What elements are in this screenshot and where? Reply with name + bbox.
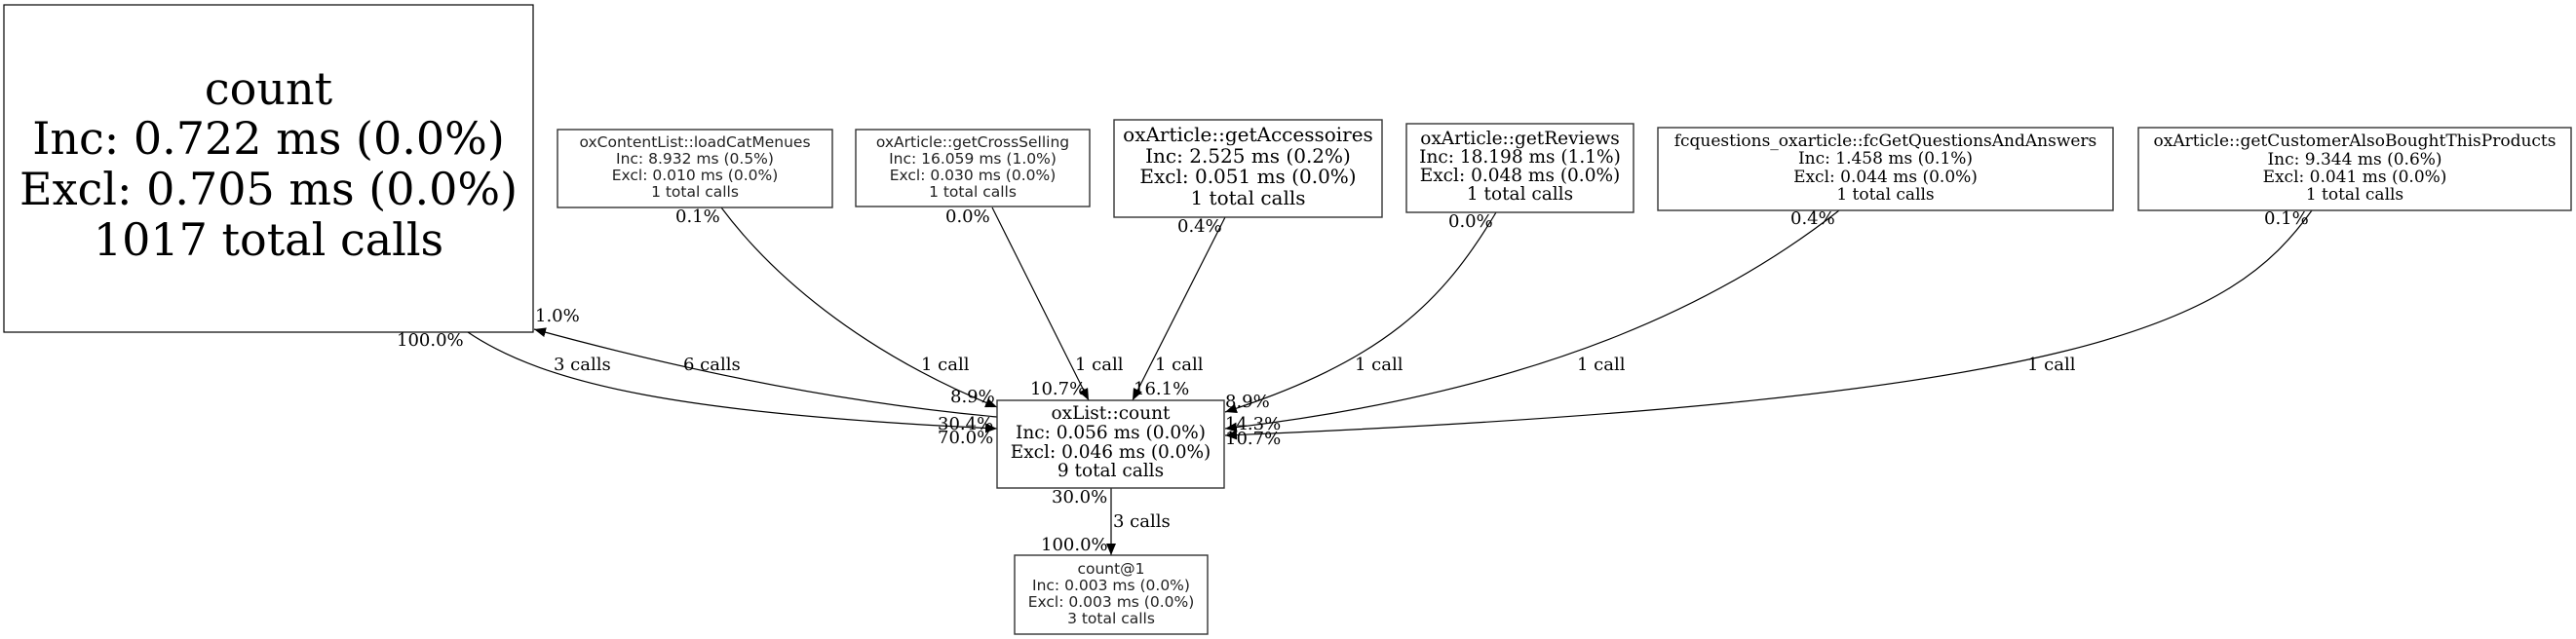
node-box xyxy=(1405,123,1634,213)
edges xyxy=(467,207,2313,555)
node-load-cat-menues: oxContentList::loadCatMenues Inc: 8.932 … xyxy=(557,129,833,208)
node-get-reviews: oxArticle::getReviews Inc: 18.198 ms (1.… xyxy=(1405,123,1634,213)
edge-call-count-label: 3 calls xyxy=(1113,511,1171,532)
node-title: fcquestions_oxarticle::fcGetQuestionsAnd… xyxy=(1674,132,2097,151)
node-fc-get-questions-and-answers: fcquestions_oxarticle::fcGetQuestionsAnd… xyxy=(1657,127,2114,211)
edge-getaccessoires-to-oxlist-count xyxy=(1132,216,1226,401)
node-title: count@1 xyxy=(1077,560,1144,578)
node-total-calls: 1 total calls xyxy=(2306,185,2403,205)
node-box xyxy=(1657,127,2114,211)
node-total-calls: 1 total calls xyxy=(1836,185,1934,205)
node-total-calls: 1 total calls xyxy=(1190,186,1305,209)
edge-call-count-label: 1 call xyxy=(1075,355,1124,375)
node-title: oxArticle::getCustomerAlsoBoughtThisProd… xyxy=(2154,132,2557,151)
node-box-highlighted xyxy=(3,4,534,333)
edge-tail-percent-label: 100.0% xyxy=(397,330,464,351)
edge-getcustomeralsobought-to-oxlist-count xyxy=(1224,209,2313,440)
node-oxlist-count: oxList::count Inc: 0.056 ms (0.0%) Excl:… xyxy=(996,399,1225,489)
edge-tail-percent-label: 0.4% xyxy=(1177,216,1222,237)
node-title: oxArticle::getCrossSelling xyxy=(876,133,1069,151)
node-box xyxy=(996,399,1225,489)
edge-head-percent-label: 10.7% xyxy=(1030,379,1086,399)
node-title: oxList::count xyxy=(1052,403,1171,424)
node-exclusive-time: Excl: 0.048 ms (0.0%) xyxy=(1420,166,1621,186)
node-total-calls: 1017 total calls xyxy=(94,213,443,266)
edge-tail-percent-label: 0.4% xyxy=(1790,208,1835,229)
edge-tail-percent-label: 30.0% xyxy=(1052,487,1107,507)
edge-head-percent-label: 1.0% xyxy=(535,306,580,326)
node-total-calls: 1 total calls xyxy=(1467,184,1573,205)
node-count-at-1: count@1 Inc: 0.003 ms (0.0%) Excl: 0.003… xyxy=(1014,554,1209,635)
node-exclusive-time: Excl: 0.051 ms (0.0%) xyxy=(1139,165,1356,188)
edge-head-percent-label: 70.0% xyxy=(938,428,993,448)
edge-head-percent-label: 8.9% xyxy=(1225,392,1270,412)
node-count: count Inc: 0.722 ms (0.0%) Excl: 0.705 m… xyxy=(3,4,534,333)
node-box xyxy=(855,129,1091,207)
node-exclusive-time: Excl: 0.003 ms (0.0%) xyxy=(1028,593,1195,611)
node-get-cross-selling: oxArticle::getCrossSelling Inc: 16.059 m… xyxy=(855,129,1091,207)
node-get-accessoires: oxArticle::getAccessoires Inc: 2.525 ms … xyxy=(1113,119,1383,218)
node-exclusive-time: Excl: 0.044 ms (0.0%) xyxy=(1793,168,1978,187)
edge-head-percent-label: 16.1% xyxy=(1134,379,1189,399)
node-inclusive-time: Inc: 9.344 ms (0.6%) xyxy=(2267,150,2441,169)
edge-call-count-label: 1 call xyxy=(1155,355,1204,375)
edge-labels: 3 calls 100.0% 70.0% 6 calls 30.4% 1.0% … xyxy=(397,207,2309,555)
edge-oxlist-count-to-count xyxy=(533,327,998,418)
node-title: oxArticle::getReviews xyxy=(1420,129,1620,149)
node-inclusive-time: Inc: 18.198 ms (1.1%) xyxy=(1419,147,1621,168)
edge-call-count-label: 3 calls xyxy=(554,355,611,375)
edge-call-count-label: 1 call xyxy=(1577,355,1626,375)
node-inclusive-time: Inc: 2.525 ms (0.2%) xyxy=(1145,144,1351,168)
node-inclusive-time: Inc: 16.059 ms (1.0%) xyxy=(889,150,1057,168)
node-total-calls: 1 total calls xyxy=(929,183,1017,201)
edge-head-percent-label: 14.3% xyxy=(1225,414,1281,434)
node-inclusive-time: Inc: 0.722 ms (0.0%) xyxy=(32,112,505,165)
edge-loadcatmenues-to-oxlist-count xyxy=(720,207,998,408)
edge-call-count-label: 1 call xyxy=(2027,355,2076,375)
node-inclusive-time: Inc: 0.003 ms (0.0%) xyxy=(1032,577,1190,594)
node-title: oxContentList::loadCatMenues xyxy=(579,133,810,151)
edge-tail-percent-label: 0.0% xyxy=(1448,211,1493,232)
edge-getreviews-to-oxlist-count xyxy=(1224,211,1497,414)
node-exclusive-time: Excl: 0.030 ms (0.0%) xyxy=(890,167,1057,184)
node-exclusive-time: Excl: 0.046 ms (0.0%) xyxy=(1011,442,1211,463)
edge-head-percent-label: 10.7% xyxy=(1225,429,1281,449)
edge-count-to-oxlist-count xyxy=(467,331,998,433)
node-exclusive-time: Excl: 0.041 ms (0.0%) xyxy=(2263,168,2447,187)
node-box xyxy=(557,129,833,208)
node-title: count xyxy=(205,62,333,115)
edge-call-count-label: 6 calls xyxy=(683,355,741,375)
node-inclusive-time: Inc: 8.932 ms (0.5%) xyxy=(616,150,774,168)
node-total-calls: 9 total calls xyxy=(1057,461,1164,481)
edge-getcrossselling-to-oxlist-count xyxy=(991,207,1090,401)
node-total-calls: 1 total calls xyxy=(651,183,739,201)
edge-head-percent-label: 100.0% xyxy=(1041,535,1108,555)
node-box xyxy=(2137,127,2572,211)
node-inclusive-time: Inc: 0.056 ms (0.0%) xyxy=(1016,423,1206,443)
edge-tail-percent-label: 0.1% xyxy=(2264,208,2309,229)
edge-call-count-label: 1 call xyxy=(921,355,970,375)
edge-tail-percent-label: 0.0% xyxy=(945,207,990,227)
node-box xyxy=(1014,554,1209,635)
node-box xyxy=(1113,119,1383,218)
edge-tail-percent-label: 30.4% xyxy=(938,414,993,434)
node-exclusive-time: Excl: 0.705 ms (0.0%) xyxy=(19,163,518,215)
node-total-calls: 3 total calls xyxy=(1067,610,1155,627)
node-exclusive-time: Excl: 0.010 ms (0.0%) xyxy=(612,167,779,184)
edge-call-count-label: 1 call xyxy=(1355,355,1403,375)
edge-fcgetquestions-to-oxlist-count xyxy=(1224,209,1840,432)
node-inclusive-time: Inc: 1.458 ms (0.1%) xyxy=(1798,149,1973,169)
edge-tail-percent-label: 0.1% xyxy=(675,207,720,227)
edge-head-percent-label: 8.9% xyxy=(950,387,995,407)
node-title: oxArticle::getAccessoires xyxy=(1123,123,1373,146)
node-get-customer-also-bought: oxArticle::getCustomerAlsoBoughtThisProd… xyxy=(2137,127,2572,211)
